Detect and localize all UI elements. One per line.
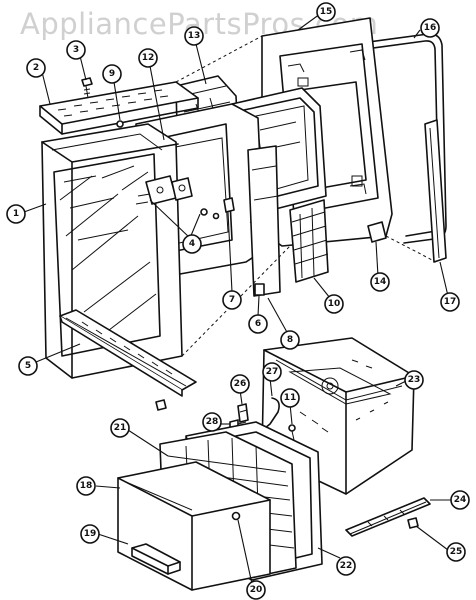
svg-text:21: 21	[114, 423, 127, 433]
side-trim-part	[424, 119, 447, 263]
callout-23[interactable]: 23	[404, 370, 424, 390]
drawer-wire-part	[259, 397, 280, 433]
svg-text:1: 1	[13, 209, 19, 219]
callout-26[interactable]: 26	[230, 374, 250, 394]
callout-16[interactable]: 16	[420, 18, 440, 38]
callout-22[interactable]: 22	[336, 556, 356, 576]
callout-7[interactable]: 7	[222, 290, 242, 310]
svg-text:28: 28	[206, 417, 219, 427]
svg-text:7: 7	[229, 295, 235, 305]
callout-8[interactable]: 8	[280, 330, 300, 350]
hinge-panel-part	[247, 145, 281, 297]
svg-text:22: 22	[340, 561, 353, 571]
drawer-bracket-part	[237, 403, 249, 423]
door-clip-part	[367, 221, 387, 243]
svg-text:3: 3	[73, 45, 79, 55]
callout-20[interactable]: 20	[246, 580, 266, 600]
callout-19[interactable]: 19	[80, 524, 100, 544]
svg-text:11: 11	[284, 393, 297, 403]
door-bottom-trim-part	[59, 309, 197, 397]
lower-insulation-part	[289, 199, 329, 283]
svg-text:8: 8	[287, 335, 293, 345]
svg-text:4: 4	[189, 239, 195, 249]
svg-text:25: 25	[450, 547, 463, 557]
drawer-handle-part	[131, 543, 181, 575]
callout-15[interactable]: 15	[316, 2, 336, 22]
svg-text:13: 13	[188, 31, 201, 41]
door-bottom-screw-part	[155, 399, 167, 411]
callout-9[interactable]: 9	[102, 64, 122, 84]
drawer-fastener-part	[288, 424, 296, 441]
svg-text:19: 19	[84, 529, 97, 539]
rail-clip-part	[407, 517, 419, 529]
callout-24[interactable]: 24	[450, 490, 470, 510]
callout-21[interactable]: 21	[110, 418, 130, 438]
svg-text:15: 15	[320, 7, 333, 17]
callout-2[interactable]: 2	[26, 58, 46, 78]
latch-hardware-part	[135, 175, 235, 220]
callout-14[interactable]: 14	[370, 272, 390, 292]
callout-28[interactable]: 28	[202, 412, 222, 432]
callout-10[interactable]: 10	[324, 294, 344, 314]
svg-text:23: 23	[408, 375, 421, 385]
svg-text:10: 10	[328, 299, 341, 309]
callout-25[interactable]: 25	[446, 542, 466, 562]
callout-5[interactable]: 5	[18, 356, 38, 376]
callout-6[interactable]: 6	[248, 314, 268, 334]
callout-12[interactable]: 12	[138, 48, 158, 68]
drawer-rail-part	[345, 497, 431, 537]
alignment-lines	[175, 35, 437, 357]
svg-text:2: 2	[33, 63, 39, 73]
svg-text:17: 17	[444, 297, 457, 307]
drawer-panel-screw-part	[231, 511, 241, 521]
screw-part	[81, 77, 93, 99]
callout-17[interactable]: 17	[440, 292, 460, 312]
callout-13[interactable]: 13	[184, 26, 204, 46]
callout-3[interactable]: 3	[66, 40, 86, 60]
callout-4[interactable]: 4	[182, 234, 202, 254]
callout-27[interactable]: 27	[262, 362, 282, 382]
door-switch-part	[254, 283, 265, 296]
svg-text:16: 16	[424, 23, 437, 33]
svg-text:14: 14	[374, 277, 387, 287]
callout-1[interactable]: 1	[6, 204, 26, 224]
svg-text:18: 18	[80, 481, 93, 491]
svg-text:5: 5	[25, 361, 31, 371]
svg-text:26: 26	[234, 379, 247, 389]
svg-text:20: 20	[250, 585, 263, 595]
callout-11[interactable]: 11	[280, 388, 300, 408]
small-screw-part	[116, 120, 124, 128]
svg-text:27: 27	[266, 367, 279, 377]
drawer-outer-panel-part	[117, 461, 271, 591]
svg-text:6: 6	[255, 319, 261, 329]
svg-text:9: 9	[109, 69, 115, 79]
svg-text:24: 24	[454, 495, 467, 505]
callout-18[interactable]: 18	[76, 476, 96, 496]
svg-text:12: 12	[142, 53, 155, 63]
